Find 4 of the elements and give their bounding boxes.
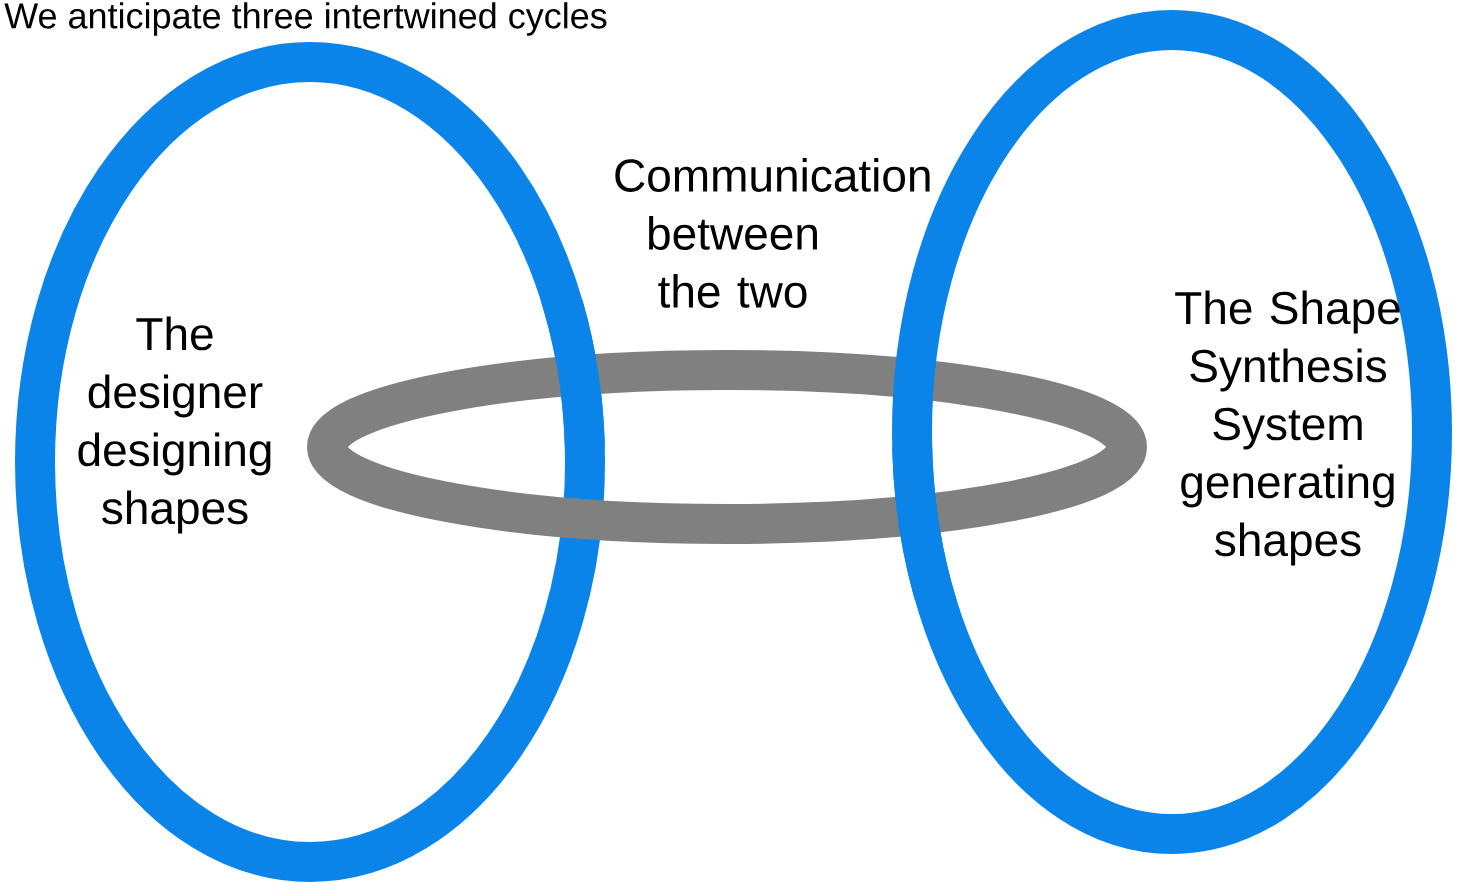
title: We anticipate three intertwined cycles bbox=[4, 2, 607, 36]
ring-label: The designer designing shapes bbox=[78, 316, 271, 534]
ring-label: Communication between the two bbox=[615, 158, 930, 308]
ring-label: The Shape Synthesis System generating shapes bbox=[1175, 290, 1400, 566]
